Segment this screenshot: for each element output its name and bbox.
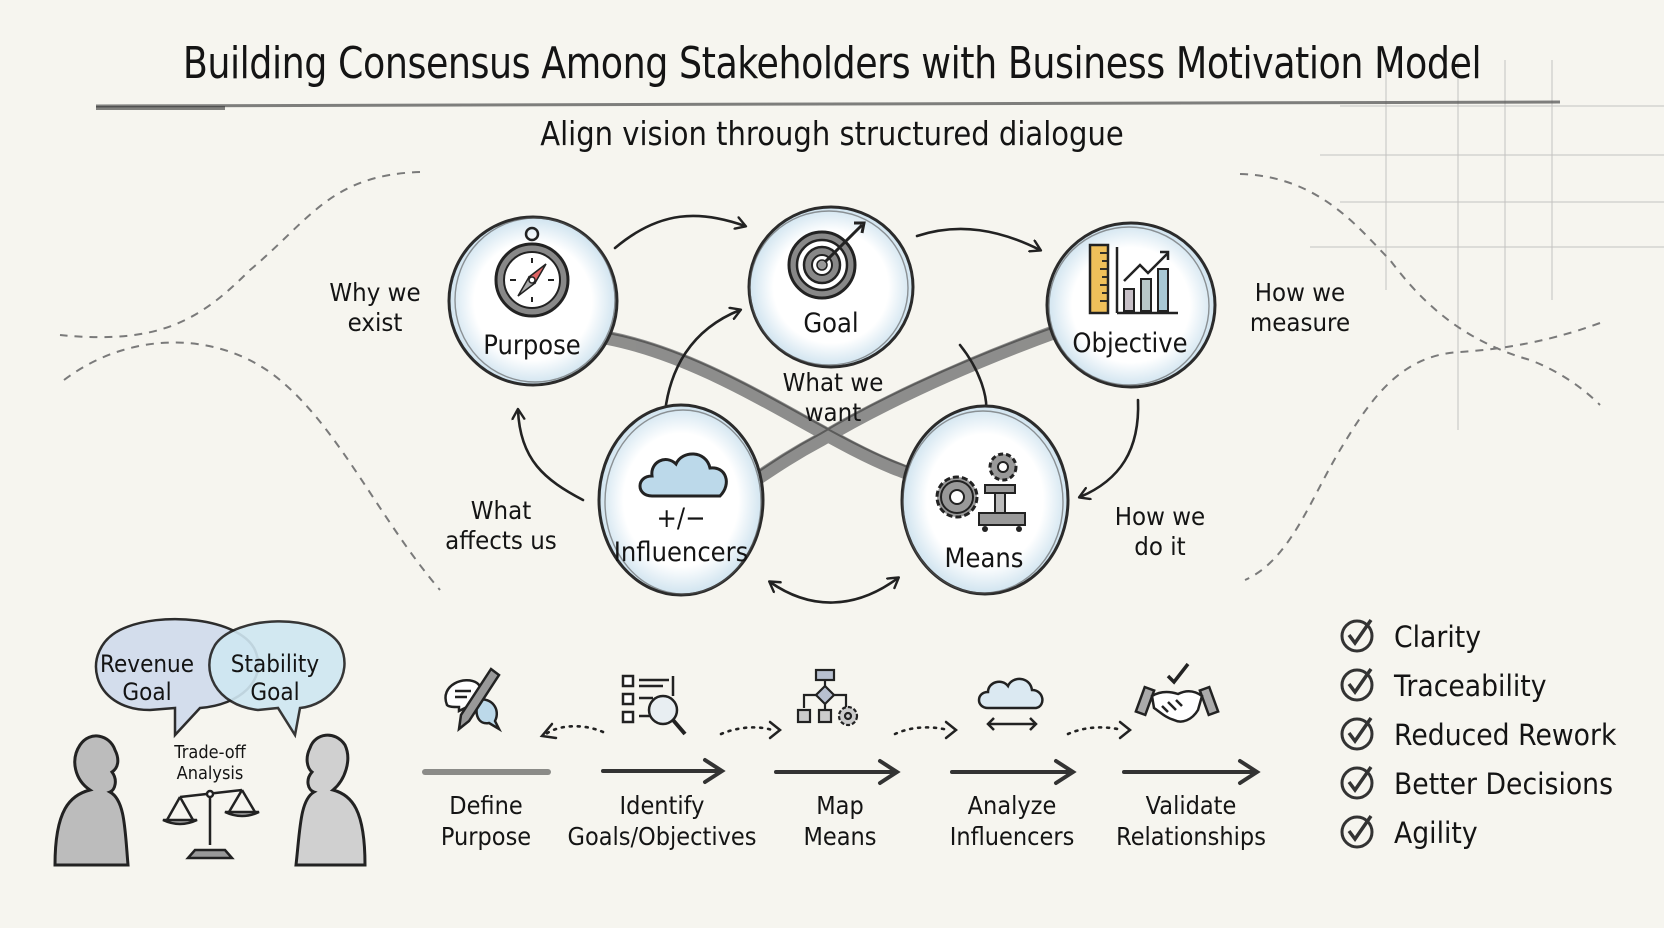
node-circle-influencers — [597, 403, 765, 597]
cloud-arrows-icon — [977, 677, 1044, 731]
page-title: Building Consensus Among Stakeholders wi… — [182, 38, 1482, 89]
handshake-check-icon — [1134, 662, 1220, 723]
speech-bubbles — [94, 617, 346, 739]
stakeholder-left — [53, 734, 130, 867]
check-circle-icons — [1340, 619, 1374, 849]
process-step-validate-relationships: Validate Relationships — [1116, 791, 1266, 851]
benefit-item: Traceability — [1394, 668, 1547, 703]
flowchart-gear-icon — [796, 668, 859, 727]
chat-pencil-icon — [444, 667, 503, 733]
stakeholder-right — [294, 733, 367, 867]
grid-lines — [1310, 60, 1664, 430]
target-icon — [787, 221, 866, 300]
node-label-purpose: Purpose — [483, 330, 581, 361]
bubble-revenue-goal: Revenue Goal — [99, 650, 195, 706]
annotation-means: How we do it — [1114, 502, 1206, 561]
process-step-define-purpose: Define Purpose — [440, 791, 532, 851]
annotation-influencers: What affects us — [445, 496, 557, 555]
node-label-goal: Goal — [803, 308, 859, 339]
node-circle-means — [900, 404, 1070, 596]
process-step-map-means: Map Means — [803, 791, 877, 851]
process-step-analyze-influencers: Analyze Influencers — [949, 791, 1075, 851]
annotation-goal: What we want — [782, 368, 884, 427]
ruler-chart-icon — [1088, 243, 1178, 315]
page-subtitle: Align vision through structured dialogue — [540, 114, 1124, 153]
process-step-identify-goals: Identify Goals/Objectives — [567, 791, 757, 851]
node-label-influencers: Influencers — [613, 537, 749, 568]
annotation-purpose: Why we exist — [329, 278, 421, 337]
benefit-item: Agility — [1394, 815, 1478, 850]
benefits-list: Clarity Traceability Reduced Rework Bett… — [1380, 612, 1636, 857]
benefit-item: Clarity — [1394, 619, 1482, 654]
node-label-means: Means — [944, 543, 1024, 574]
node-label-influencers-sign: +/− — [656, 503, 706, 534]
benefit-item: Better Decisions — [1394, 766, 1614, 801]
list-magnifier-icon — [621, 674, 687, 736]
tradeoff-analysis-label: Trade-off Analysis — [174, 742, 246, 784]
bubble-stability-goal: Stability Goal — [230, 650, 320, 706]
benefit-item: Reduced Rework — [1394, 717, 1617, 752]
scale-icon — [162, 788, 260, 860]
node-label-objective: Objective — [1072, 328, 1188, 359]
annotation-objective: How we measure — [1249, 278, 1351, 337]
cloud-icon — [638, 452, 728, 498]
compass-icon — [494, 226, 570, 318]
gears-icon — [935, 452, 1026, 532]
